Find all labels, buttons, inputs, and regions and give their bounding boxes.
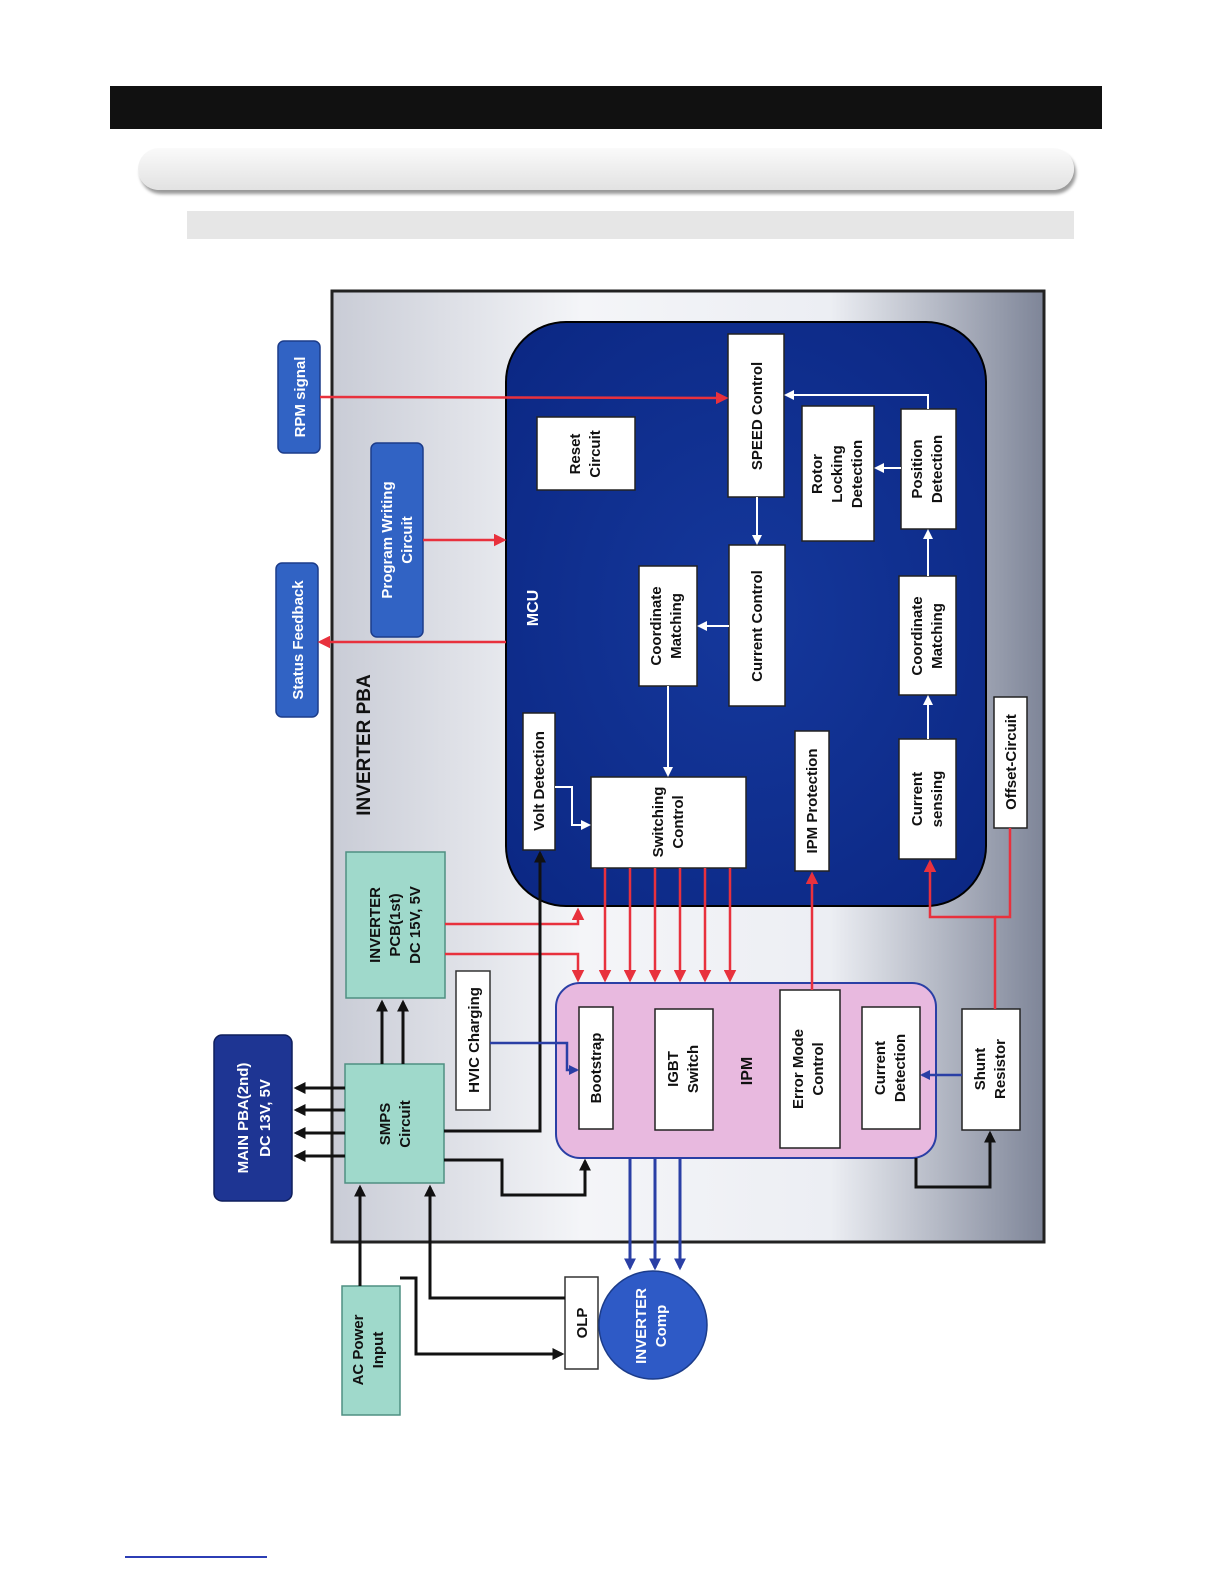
- program-writing-label-1: Program Writing: [379, 481, 396, 598]
- smps-to-volt-line: [444, 850, 546, 1133]
- smps-label-2: Circuit: [397, 1100, 414, 1148]
- header-bar: [110, 86, 1102, 129]
- error-mode-label-2: Control: [810, 1042, 827, 1095]
- olp-box: [564, 1276, 599, 1370]
- bootstrap-box: [578, 1006, 614, 1130]
- inverter-pcb-label-2: PCB(1st): [387, 893, 404, 956]
- igbt-switch-label-2: Switch: [685, 1045, 702, 1093]
- switching-control-label-2: Control: [670, 795, 687, 848]
- volt-detection-box: [522, 712, 556, 851]
- current-detection-label-1: Current: [872, 1041, 889, 1095]
- speed-control-box: [727, 333, 785, 498]
- current-sensing-label-2: sensing: [929, 771, 946, 828]
- switching-control-label-1: Switching: [650, 787, 667, 858]
- pcb-to-ipm-line: [445, 952, 585, 983]
- hvic-charging-label: HVIC Charging: [466, 987, 483, 1093]
- ipm-lines-blue: [490, 1041, 962, 1271]
- switching-control-box: [590, 776, 747, 869]
- igbt-switch-box: [654, 1008, 714, 1131]
- olp-label: OLP: [574, 1308, 591, 1339]
- coordinate-matching-bottom-box: [898, 575, 957, 696]
- main-pba-label-1: MAIN PBA(2nd): [235, 1063, 252, 1174]
- position-detection-label-1: Position: [909, 439, 926, 498]
- rotor-locking-label-3: Detection: [849, 440, 866, 508]
- position-to-speed-arrow: [784, 390, 929, 409]
- smps-circuit-box: [344, 1063, 445, 1184]
- section-title-bar: [138, 148, 1074, 190]
- rotor-locking-label-1: Rotor: [809, 454, 826, 494]
- ac-power-input-box: [341, 1285, 401, 1416]
- current-detection-label-2: Detection: [892, 1034, 909, 1102]
- main-pba-box: [213, 1034, 293, 1202]
- pcb-to-mcu-line: [445, 907, 585, 926]
- ipm-label: IPM: [739, 1057, 756, 1085]
- inverter-comp-label-2: Comp: [653, 1305, 670, 1348]
- inverter-pcb-label-3: DC 15V, 5V: [407, 886, 424, 964]
- inverter-pba-label: INVERTER PBA: [354, 674, 375, 816]
- reset-circuit-box: [536, 416, 636, 491]
- rpm-signal-label: RPM signal: [292, 357, 309, 438]
- rotor-locking-box: [801, 405, 875, 542]
- shunt-resistor-box: [961, 1008, 1021, 1131]
- subsection-bar: [187, 211, 1074, 239]
- olp-to-smps-line: [424, 1184, 565, 1300]
- coordinate-matching-top-label-2: Matching: [668, 593, 685, 659]
- shunt-resistor-label-2: Resistor: [992, 1039, 1009, 1099]
- shunt-to-current-sensing: [923, 859, 997, 1009]
- speed-control-label: SPEED Control: [749, 362, 766, 470]
- offset-to-shunt-line: [995, 828, 1012, 919]
- smps-to-ipm-line: [444, 1158, 591, 1197]
- signal-lines-red: [317, 391, 1012, 1009]
- main-pba-label-2: DC 13V, 5V: [257, 1079, 274, 1157]
- ac-power-label-1: AC Power: [350, 1314, 367, 1385]
- ipm-to-shunt-line: [914, 1130, 996, 1189]
- current-sensing-label-1: Current: [909, 772, 926, 826]
- coordinate-matching-top-box: [638, 565, 698, 687]
- inverter-comp-circle: [598, 1270, 708, 1380]
- offset-circuit-label: Offset-Circuit: [1003, 714, 1020, 810]
- reset-circuit-label-2: Circuit: [587, 430, 604, 478]
- hvic-to-bootstrap-line: [490, 1041, 579, 1075]
- program-writing-label-2: Circuit: [399, 516, 416, 564]
- inverter-comp-label-1: INVERTER: [633, 1288, 650, 1364]
- rpm-to-speed-line: [319, 391, 729, 405]
- igbt-switch-label-1: IGBT: [665, 1051, 682, 1087]
- reset-circuit-label-1: Reset: [567, 434, 584, 475]
- coordinate-matching-bottom-label-2: Matching: [929, 603, 946, 669]
- mcu-internal-arrows: [555, 390, 933, 830]
- current-sensing-box: [898, 738, 957, 860]
- volt-to-switching-arrow: [555, 786, 591, 830]
- smps-label-1: SMPS: [377, 1103, 394, 1146]
- ac-to-olp-line: [400, 1276, 565, 1360]
- inverter-pcb-box: [345, 851, 446, 999]
- current-detection-box: [861, 1006, 921, 1130]
- rotor-locking-label-2: Locking: [829, 445, 846, 503]
- ac-power-label-2: Input: [370, 1332, 387, 1369]
- position-detection-box: [900, 408, 957, 530]
- current-control-label: Current Control: [749, 570, 766, 682]
- error-mode-control-box: [779, 989, 841, 1149]
- bootstrap-label: Bootstrap: [588, 1033, 605, 1104]
- position-detection-label-2: Detection: [929, 435, 946, 503]
- ipm-block: [555, 982, 937, 1159]
- footer-rule: [125, 1556, 267, 1558]
- ipm-protection-box: [794, 730, 830, 872]
- power-lines-black: [293, 850, 996, 1360]
- current-control-box: [728, 544, 786, 707]
- shunt-resistor-label-1: Shunt: [972, 1048, 989, 1091]
- status-feedback-label: Status Feedback: [290, 580, 307, 700]
- coordinate-matching-bottom-label-1: Coordinate: [909, 596, 926, 675]
- inverter-pcb-label-1: INVERTER: [367, 887, 384, 963]
- error-mode-label-1: Error Mode: [790, 1029, 807, 1109]
- volt-detection-label: Volt Detection: [531, 731, 548, 831]
- coordinate-matching-top-label-1: Coordinate: [648, 586, 665, 665]
- hvic-charging-box: [455, 970, 491, 1111]
- ipm-protection-label: IPM Protection: [804, 748, 821, 853]
- mcu-label: MCU: [525, 590, 542, 626]
